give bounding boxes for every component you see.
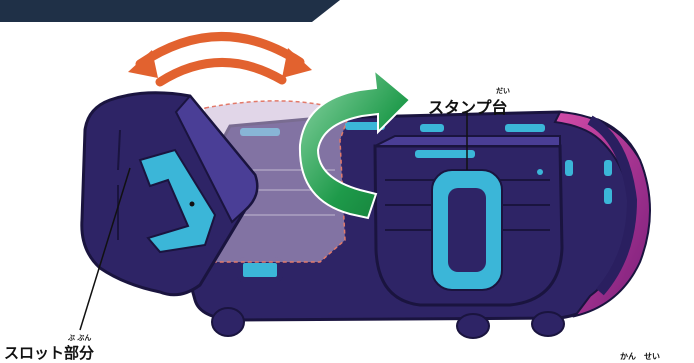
bottom-right-ruby: かん せい [620,352,660,361]
slot-part-side [174,94,258,224]
rotate-arrow-icon [298,67,412,220]
slot-part-screw [189,201,195,207]
base-blue-strip-6 [565,160,573,176]
stamp-pad-inner [448,188,486,272]
foot-middle [456,313,490,339]
rim-inner-band [587,115,638,296]
stamp-base-blue-bar [415,150,475,158]
slot-part-label: スロット部分 [4,344,95,362]
base-blue-strip-3 [420,124,444,132]
foot-left [211,307,245,337]
stamp-pad-dot [537,169,543,175]
base-blue-strip-8 [604,188,612,204]
swing-arrow-icon [128,32,312,87]
base-blue-strip-7 [604,160,612,176]
base-blue-strip-2 [345,122,385,130]
base-blue-strip-5 [505,124,545,132]
base-blue-strip-9 [237,257,283,283]
slot-part-leader [79,167,131,331]
stamp-base-ruby: だい [496,87,510,95]
slot-part-blue-frame [138,148,217,254]
foot-right [531,311,565,337]
slot-part-ruby: ぶ ぶん [68,334,92,342]
slot-part-line-1 [117,129,121,171]
stamp-base-label: スタンプ台 [428,98,508,117]
header-banner [0,0,340,22]
